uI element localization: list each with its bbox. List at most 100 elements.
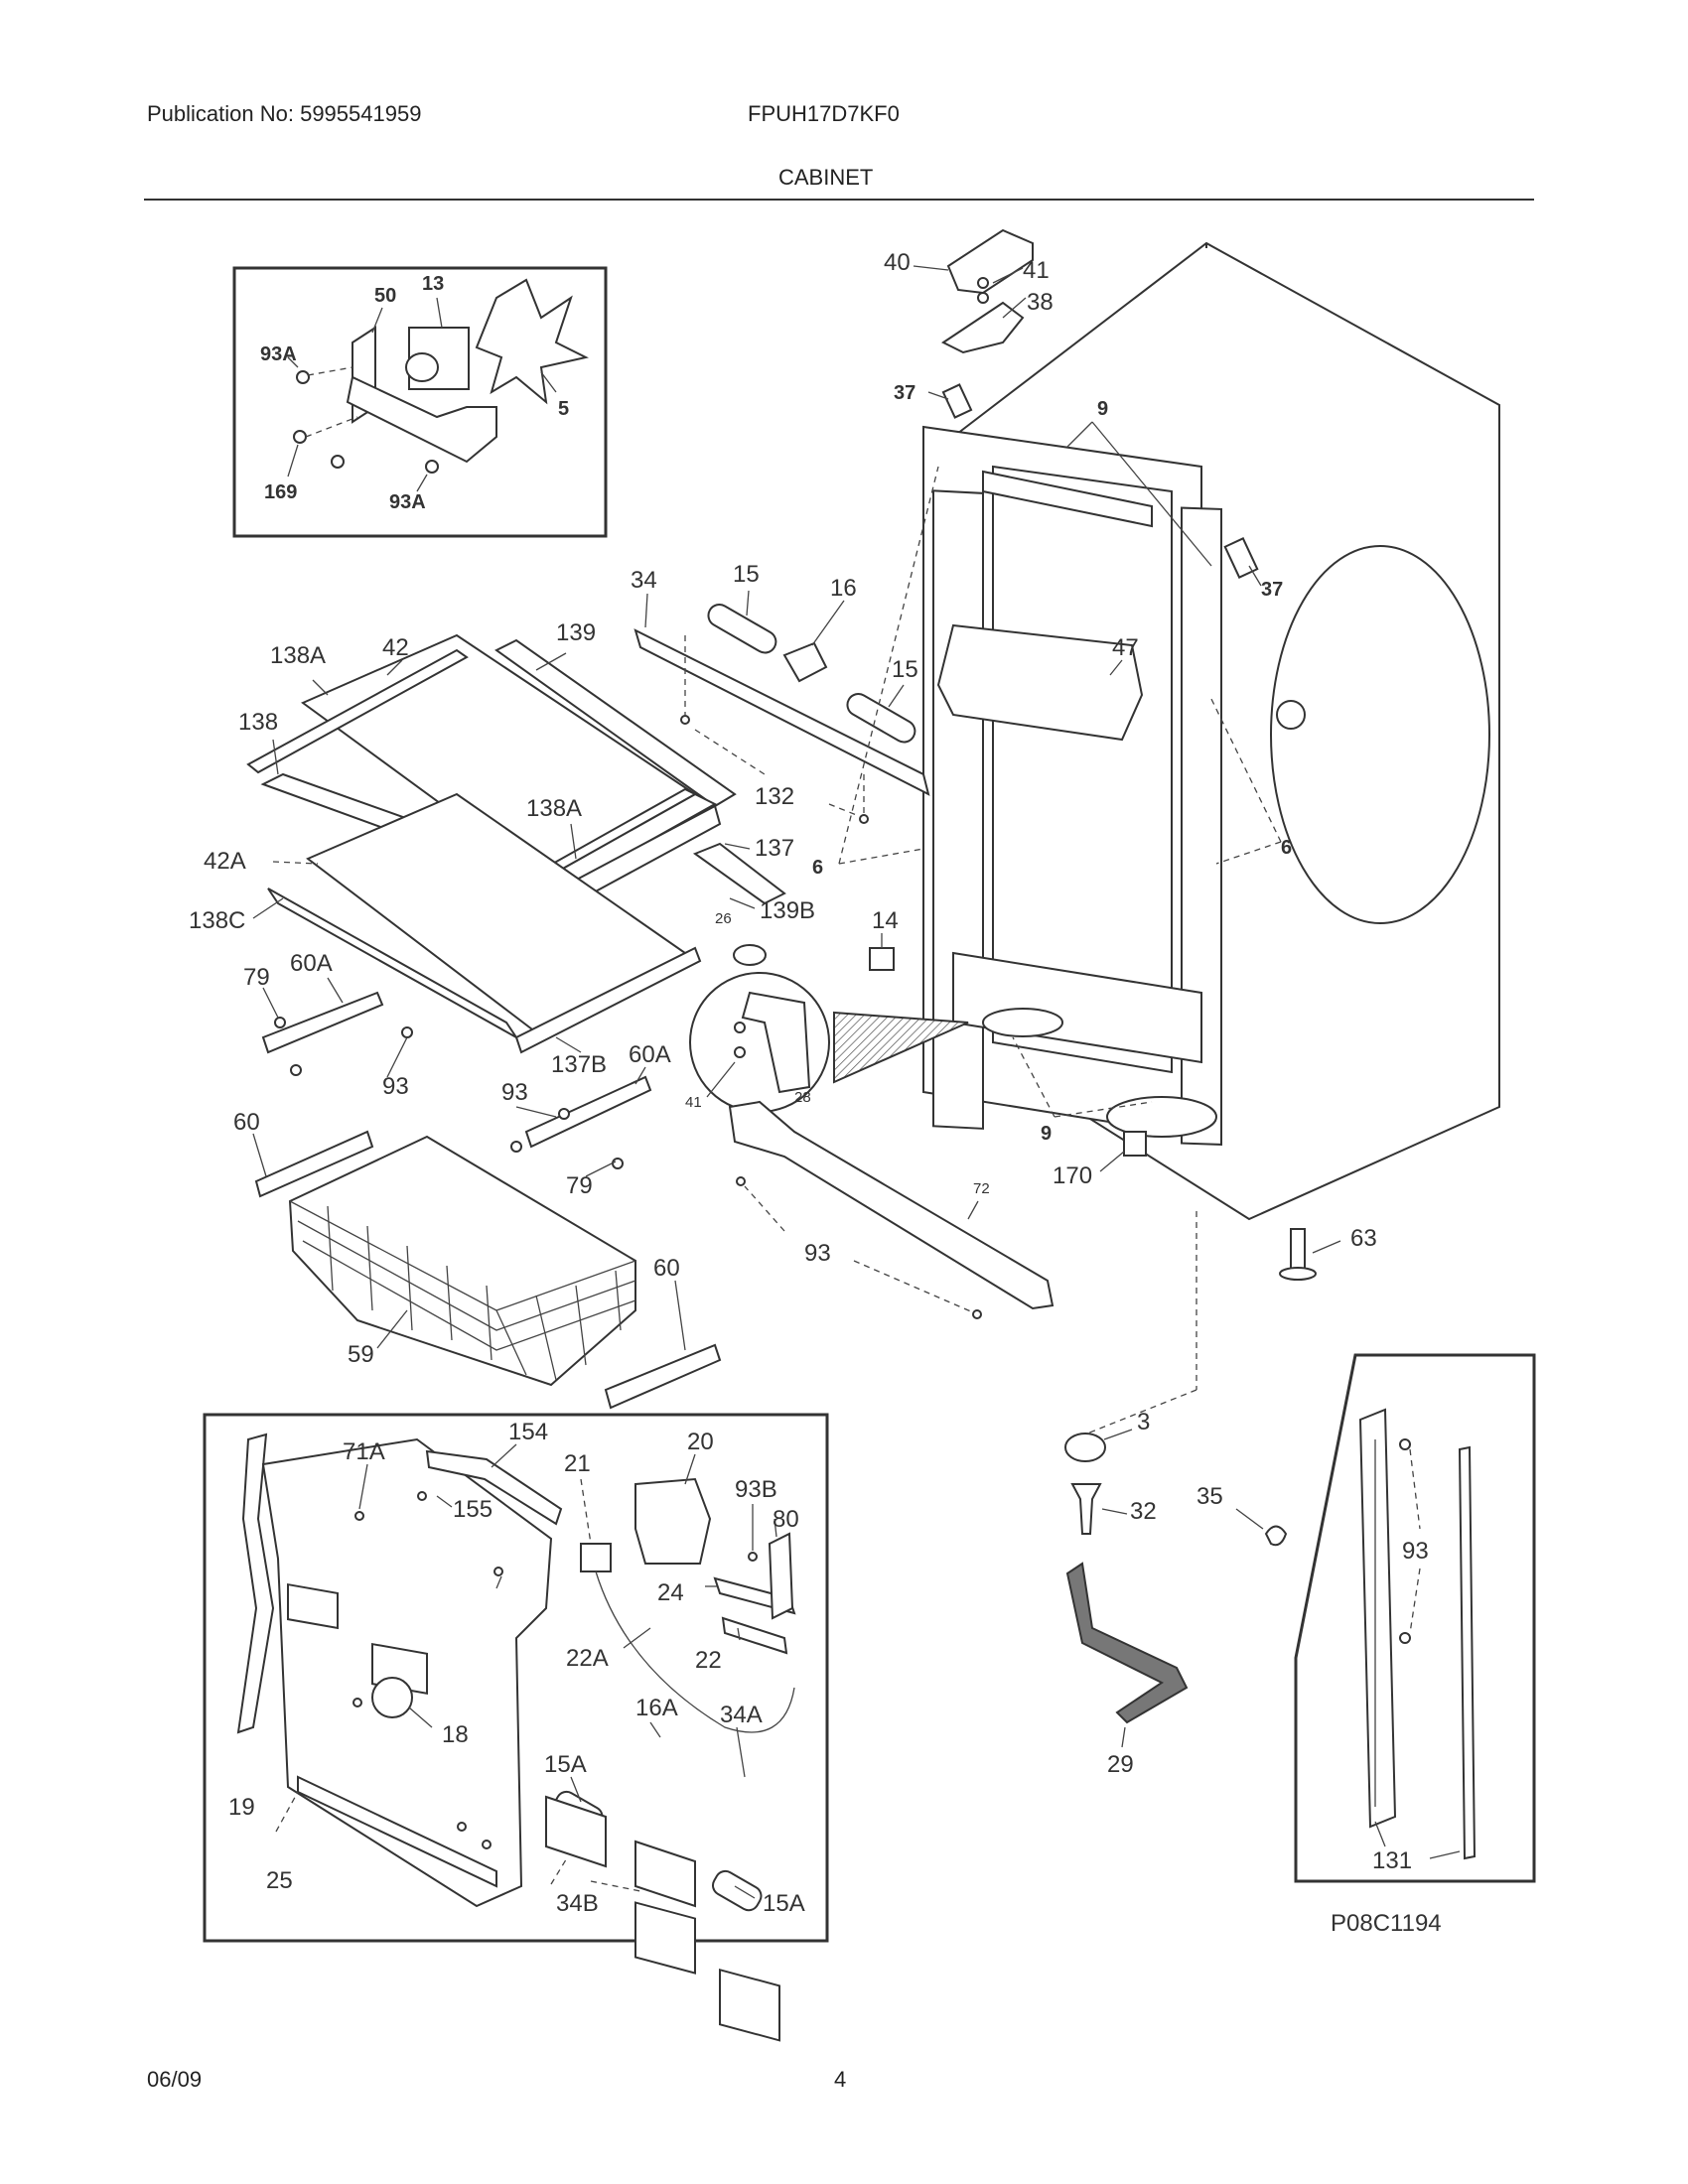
callout-label: 138C <box>189 907 245 934</box>
trim-strip-19 <box>236 1433 275 1734</box>
wire-basket-59 <box>288 1135 636 1387</box>
callout-label: 15A <box>544 1751 587 1778</box>
callout-label: 60 <box>653 1255 680 1282</box>
publication-number: Publication No: 5995541959 <box>147 101 422 126</box>
cabinet-liner-opening <box>992 465 1173 1074</box>
light-bracket-34 <box>633 628 930 796</box>
callout-label: 169 <box>264 481 297 503</box>
hinge-cover <box>946 228 1034 295</box>
callout-label: 22 <box>695 1647 722 1674</box>
fan-motor-inset: 50 13 93A 5 169 93A <box>232 266 608 538</box>
shelf-strip <box>1458 1445 1477 1860</box>
callout-label: 3 <box>1137 1409 1150 1435</box>
callout-label: 5 <box>558 398 569 420</box>
callout-label: 155 <box>453 1496 492 1523</box>
callout-label: 16 <box>830 575 857 602</box>
callout-label: 9 <box>1041 1123 1052 1145</box>
callout-label: 60A <box>629 1041 671 1068</box>
callout-label: 6 <box>1281 837 1292 859</box>
lens-34B-left <box>545 1795 607 1868</box>
screw-169-a <box>293 430 307 444</box>
hinge-pin-left <box>941 383 973 419</box>
shelf-rail-139B <box>692 842 786 905</box>
callout-label: 19 <box>228 1794 255 1821</box>
thermostat-21 <box>580 1543 612 1572</box>
hinge-detail: 26 41 28 <box>685 910 969 1113</box>
callout-label: 138A <box>270 642 326 669</box>
callout-label: 138 <box>238 709 278 736</box>
callout-label: 60 <box>233 1109 260 1136</box>
callout-label: 154 <box>508 1419 548 1445</box>
shelf-assembly: 138A 42 139 138 138A 137 42A 138C 139B 1… <box>189 619 815 1078</box>
callout-label: 34B <box>556 1890 599 1917</box>
callout-label: 93A <box>260 343 297 365</box>
kickplate-grille-72 <box>728 1100 1055 1310</box>
lower-hinge-bracket <box>741 991 811 1094</box>
callout-label: 170 <box>1053 1162 1092 1189</box>
callout-label: 25 <box>266 1867 293 1894</box>
callout-label: 93 <box>501 1079 528 1106</box>
slide-60A-left <box>261 991 384 1054</box>
callout-label: 63 <box>1350 1225 1377 1252</box>
lamp-socket-16 <box>782 641 828 683</box>
rail-60-right <box>604 1343 722 1410</box>
lamp-housing-34A <box>719 1968 780 2042</box>
shelf-rail-139 <box>494 638 737 808</box>
callout-label: 37 <box>894 382 915 404</box>
callout-label: 42 <box>382 634 409 661</box>
callout-label: 35 <box>1196 1483 1223 1510</box>
callout-label: 93 <box>804 1240 831 1267</box>
page-number: 4 <box>834 2067 847 2092</box>
cap-3 <box>1064 1433 1106 1462</box>
thermostat-cover-20 <box>634 1477 712 1565</box>
bracket-22 <box>721 1616 788 1655</box>
callout-label: 18 <box>442 1721 469 1748</box>
cabinet-plug-170 <box>1123 1131 1147 1157</box>
control-panel-inset: 71A 154 21 20 93B 80 155 24 22A 22 18 15… <box>203 1413 829 2042</box>
screw-93a-top <box>296 370 310 384</box>
callout-label: 47 <box>1112 634 1139 661</box>
shelf-trim-138A-upper <box>246 648 469 774</box>
callout-label: 28 <box>794 1089 811 1106</box>
bracket-80 <box>768 1532 794 1620</box>
bulb-15A-right <box>712 1869 763 1912</box>
rail-60-left <box>254 1130 374 1198</box>
model-number: FPUH17D7KF0 <box>748 101 900 126</box>
lamp-15-upper <box>707 604 777 654</box>
callout-label: 15 <box>733 561 760 588</box>
hinge-pin-right <box>1223 537 1259 579</box>
callout-label: 139B <box>760 897 815 924</box>
callout-label: 50 <box>374 285 396 307</box>
top-hinge-group: 40 41 38 37 9 37 <box>884 228 1283 601</box>
callout-label: 21 <box>564 1450 591 1477</box>
top-hinge-plate <box>941 301 1025 354</box>
callout-label: 40 <box>884 249 911 276</box>
callout-label: 6 <box>812 857 823 879</box>
callout-label: 93 <box>1402 1538 1429 1565</box>
detail-pointer <box>833 1011 969 1084</box>
housing-knob-18 <box>371 1677 413 1718</box>
callout-label: 41 <box>1023 257 1050 284</box>
fan-inset-frame <box>232 266 608 538</box>
title-divider <box>144 199 1534 201</box>
top-gasket-channel <box>982 470 1153 528</box>
light-housing-16A <box>634 1901 696 1975</box>
drain-tube-29 <box>1065 1562 1189 1724</box>
callout-label: 132 <box>755 783 794 810</box>
callout-label: 42A <box>204 848 246 875</box>
callout-label: 15 <box>892 656 918 683</box>
door-switch-14 <box>869 947 895 971</box>
footer-date: 06/09 <box>147 2067 203 2092</box>
callout-label: 139 <box>556 619 596 646</box>
screw-169-b <box>331 455 345 469</box>
callout-label: 9 <box>1097 398 1108 420</box>
rail-inset-frame <box>1294 1353 1536 1883</box>
clip-35 <box>1264 1525 1288 1547</box>
rear-port <box>1276 700 1306 730</box>
callout-label: 72 <box>973 1180 990 1197</box>
lens-34B-right <box>634 1840 696 1908</box>
callout-label: 13 <box>422 273 444 295</box>
callout-label: 29 <box>1107 1751 1134 1778</box>
basket-slides: 79 60A 93 60 93 60A 79 60 59 <box>233 950 722 1410</box>
